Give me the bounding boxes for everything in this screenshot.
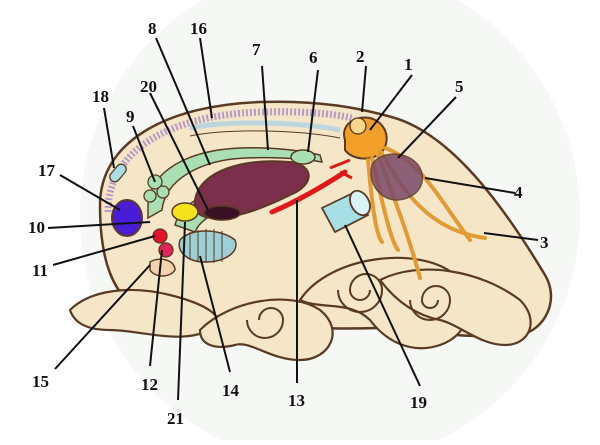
coil-1 [337,273,384,313]
blue-eye [111,199,143,237]
label-5: 5 [455,77,464,96]
leader-4 [424,177,516,194]
arm-mid [198,298,334,362]
label-3: 3 [540,233,549,252]
leader-8 [155,37,211,166]
leader-6 [307,69,319,153]
red-organ [152,228,168,244]
nerve-5 [383,146,472,242]
leader-7 [261,65,269,151]
esophagus-outline [189,130,341,139]
label-18: 18 [92,87,109,106]
leader-20 [149,92,209,211]
leader-lines [47,37,539,401]
label-1: 1 [404,55,413,74]
label-14: 14 [222,381,240,400]
label-15: 15 [32,372,49,391]
label-21: 21 [167,409,184,428]
arm-coils [246,273,452,339]
label-2: 2 [356,47,365,66]
arm-far-right [378,268,532,347]
label-12: 12 [141,375,158,394]
label-16: 16 [190,19,207,38]
siphon-opening [349,189,371,217]
label-6: 6 [309,48,318,67]
branchial-sac [370,153,424,201]
leader-18 [103,107,115,169]
leader-16 [199,37,213,119]
siphon [320,189,371,234]
leader-12 [149,249,163,367]
leader-1 [369,74,413,131]
leader-15 [54,264,151,370]
coiled-tube [178,230,237,263]
gland-6 [290,149,316,165]
label-4: 4 [514,183,523,202]
coiled-tube-body [178,230,237,263]
label-19: 19 [410,393,427,412]
blood-vessel [269,169,348,215]
coil-2 [409,285,452,321]
label-13: 13 [288,391,305,410]
leader-3 [483,232,539,241]
esophagus [189,120,341,133]
label-20: 20 [140,77,157,96]
label-17: 17 [38,161,56,180]
leader-21 [177,221,186,401]
organ-18-capsule [109,163,127,183]
label-11: 11 [32,261,48,280]
label-9: 9 [126,107,135,126]
lobe-2 [156,185,170,199]
leader-10 [47,221,151,229]
nerve-4 [366,158,384,244]
yellow-organ [171,202,199,222]
leader-9 [132,125,156,183]
leader-19 [344,224,421,387]
coil-rings [189,229,223,263]
mouth-region [149,258,176,277]
coil-3 [246,307,285,339]
leader-2 [361,65,367,113]
leader-5 [397,96,457,159]
leader-14 [199,255,231,373]
arms-group [68,256,532,362]
label-8: 8 [148,19,157,38]
statocyst [349,117,367,135]
vessel-branch [329,158,353,180]
label-10: 10 [28,218,45,237]
lobe-3 [143,189,157,203]
label-7: 7 [252,40,261,59]
ink-sac [203,205,241,221]
leader-17 [59,174,121,211]
leader-11 [52,235,156,266]
